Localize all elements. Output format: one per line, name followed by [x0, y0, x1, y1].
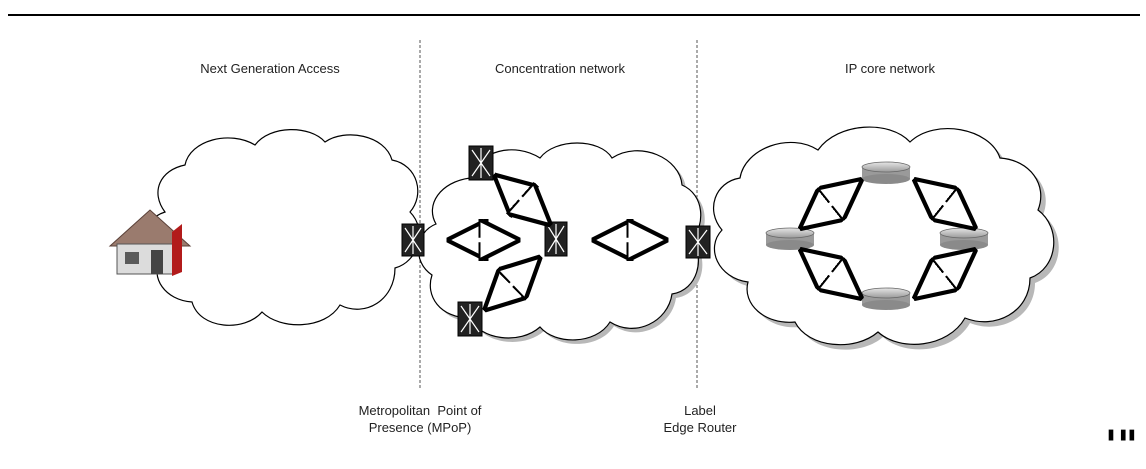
ler-label: Label Edge Router — [630, 402, 770, 436]
house-icon — [108, 209, 192, 276]
switch-icon-mpop — [401, 223, 425, 257]
section-label-concentration: Concentration network — [494, 61, 626, 76]
router-icon-top — [861, 161, 911, 184]
switch-icon-ler — [685, 225, 711, 259]
ler-label-line2: Edge Router — [663, 420, 737, 435]
network-diagram — [8, 14, 1140, 390]
router-icon-right — [939, 227, 989, 250]
mpop-label: Metropolitan Point of Presence (MPoP) — [320, 402, 520, 436]
switch-icon-bottom — [457, 301, 483, 337]
switch-icon-top — [468, 145, 494, 181]
ler-label-line1: Label — [684, 403, 716, 418]
core-cloud-icon — [713, 126, 1059, 350]
mpop-label-line2: Presence (MPoP) — [368, 420, 472, 435]
section-label-access: Next Generation Access — [200, 61, 340, 76]
switch-icon-center — [544, 221, 568, 257]
bidirectional-arrow-icon — [490, 262, 535, 305]
bidirectional-arrow-icon — [500, 180, 545, 220]
mpop-label-line1: Metropolitan Point of — [358, 403, 482, 418]
router-icon-bottom — [861, 287, 911, 310]
bidirectional-arrow-icon — [806, 254, 856, 294]
bidirectional-arrow-icon — [920, 184, 970, 224]
corner-fragment: '" — [1104, 422, 1138, 469]
bidirectional-arrow-icon — [806, 184, 856, 224]
access-cloud-icon — [144, 129, 420, 326]
section-label-core: IP core network — [844, 61, 936, 76]
router-icon-left — [765, 227, 815, 250]
bidirectional-arrow-icon — [920, 254, 970, 294]
